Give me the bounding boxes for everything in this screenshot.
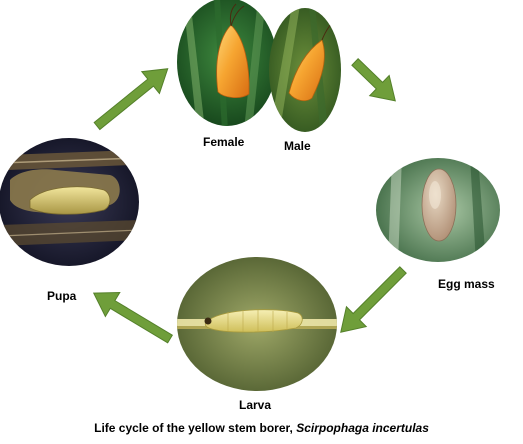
caption-species: Scirpophaga incertulas <box>296 421 429 435</box>
female-moth-image <box>177 0 277 126</box>
larva-image <box>177 257 337 391</box>
pupa-image <box>0 138 139 266</box>
caption-text: Life cycle of the yellow stem borer, <box>94 421 297 435</box>
pupa-label: Pupa <box>47 289 77 303</box>
egg-mass-image <box>376 158 500 262</box>
larva-label: Larva <box>239 398 272 412</box>
male-label: Male <box>284 139 311 153</box>
arrow-larva-to-pupa <box>92 291 174 344</box>
arrow-egg-to-larva <box>340 266 407 333</box>
male-moth-image <box>269 8 341 132</box>
egg-mass-label: Egg mass <box>438 277 495 291</box>
arrow-pupa-to-female <box>93 68 169 131</box>
figure-caption: Life cycle of the yellow stem borer, Sci… <box>0 421 523 435</box>
female-label: Female <box>203 135 245 149</box>
arrow-female-to-egg <box>351 58 396 102</box>
